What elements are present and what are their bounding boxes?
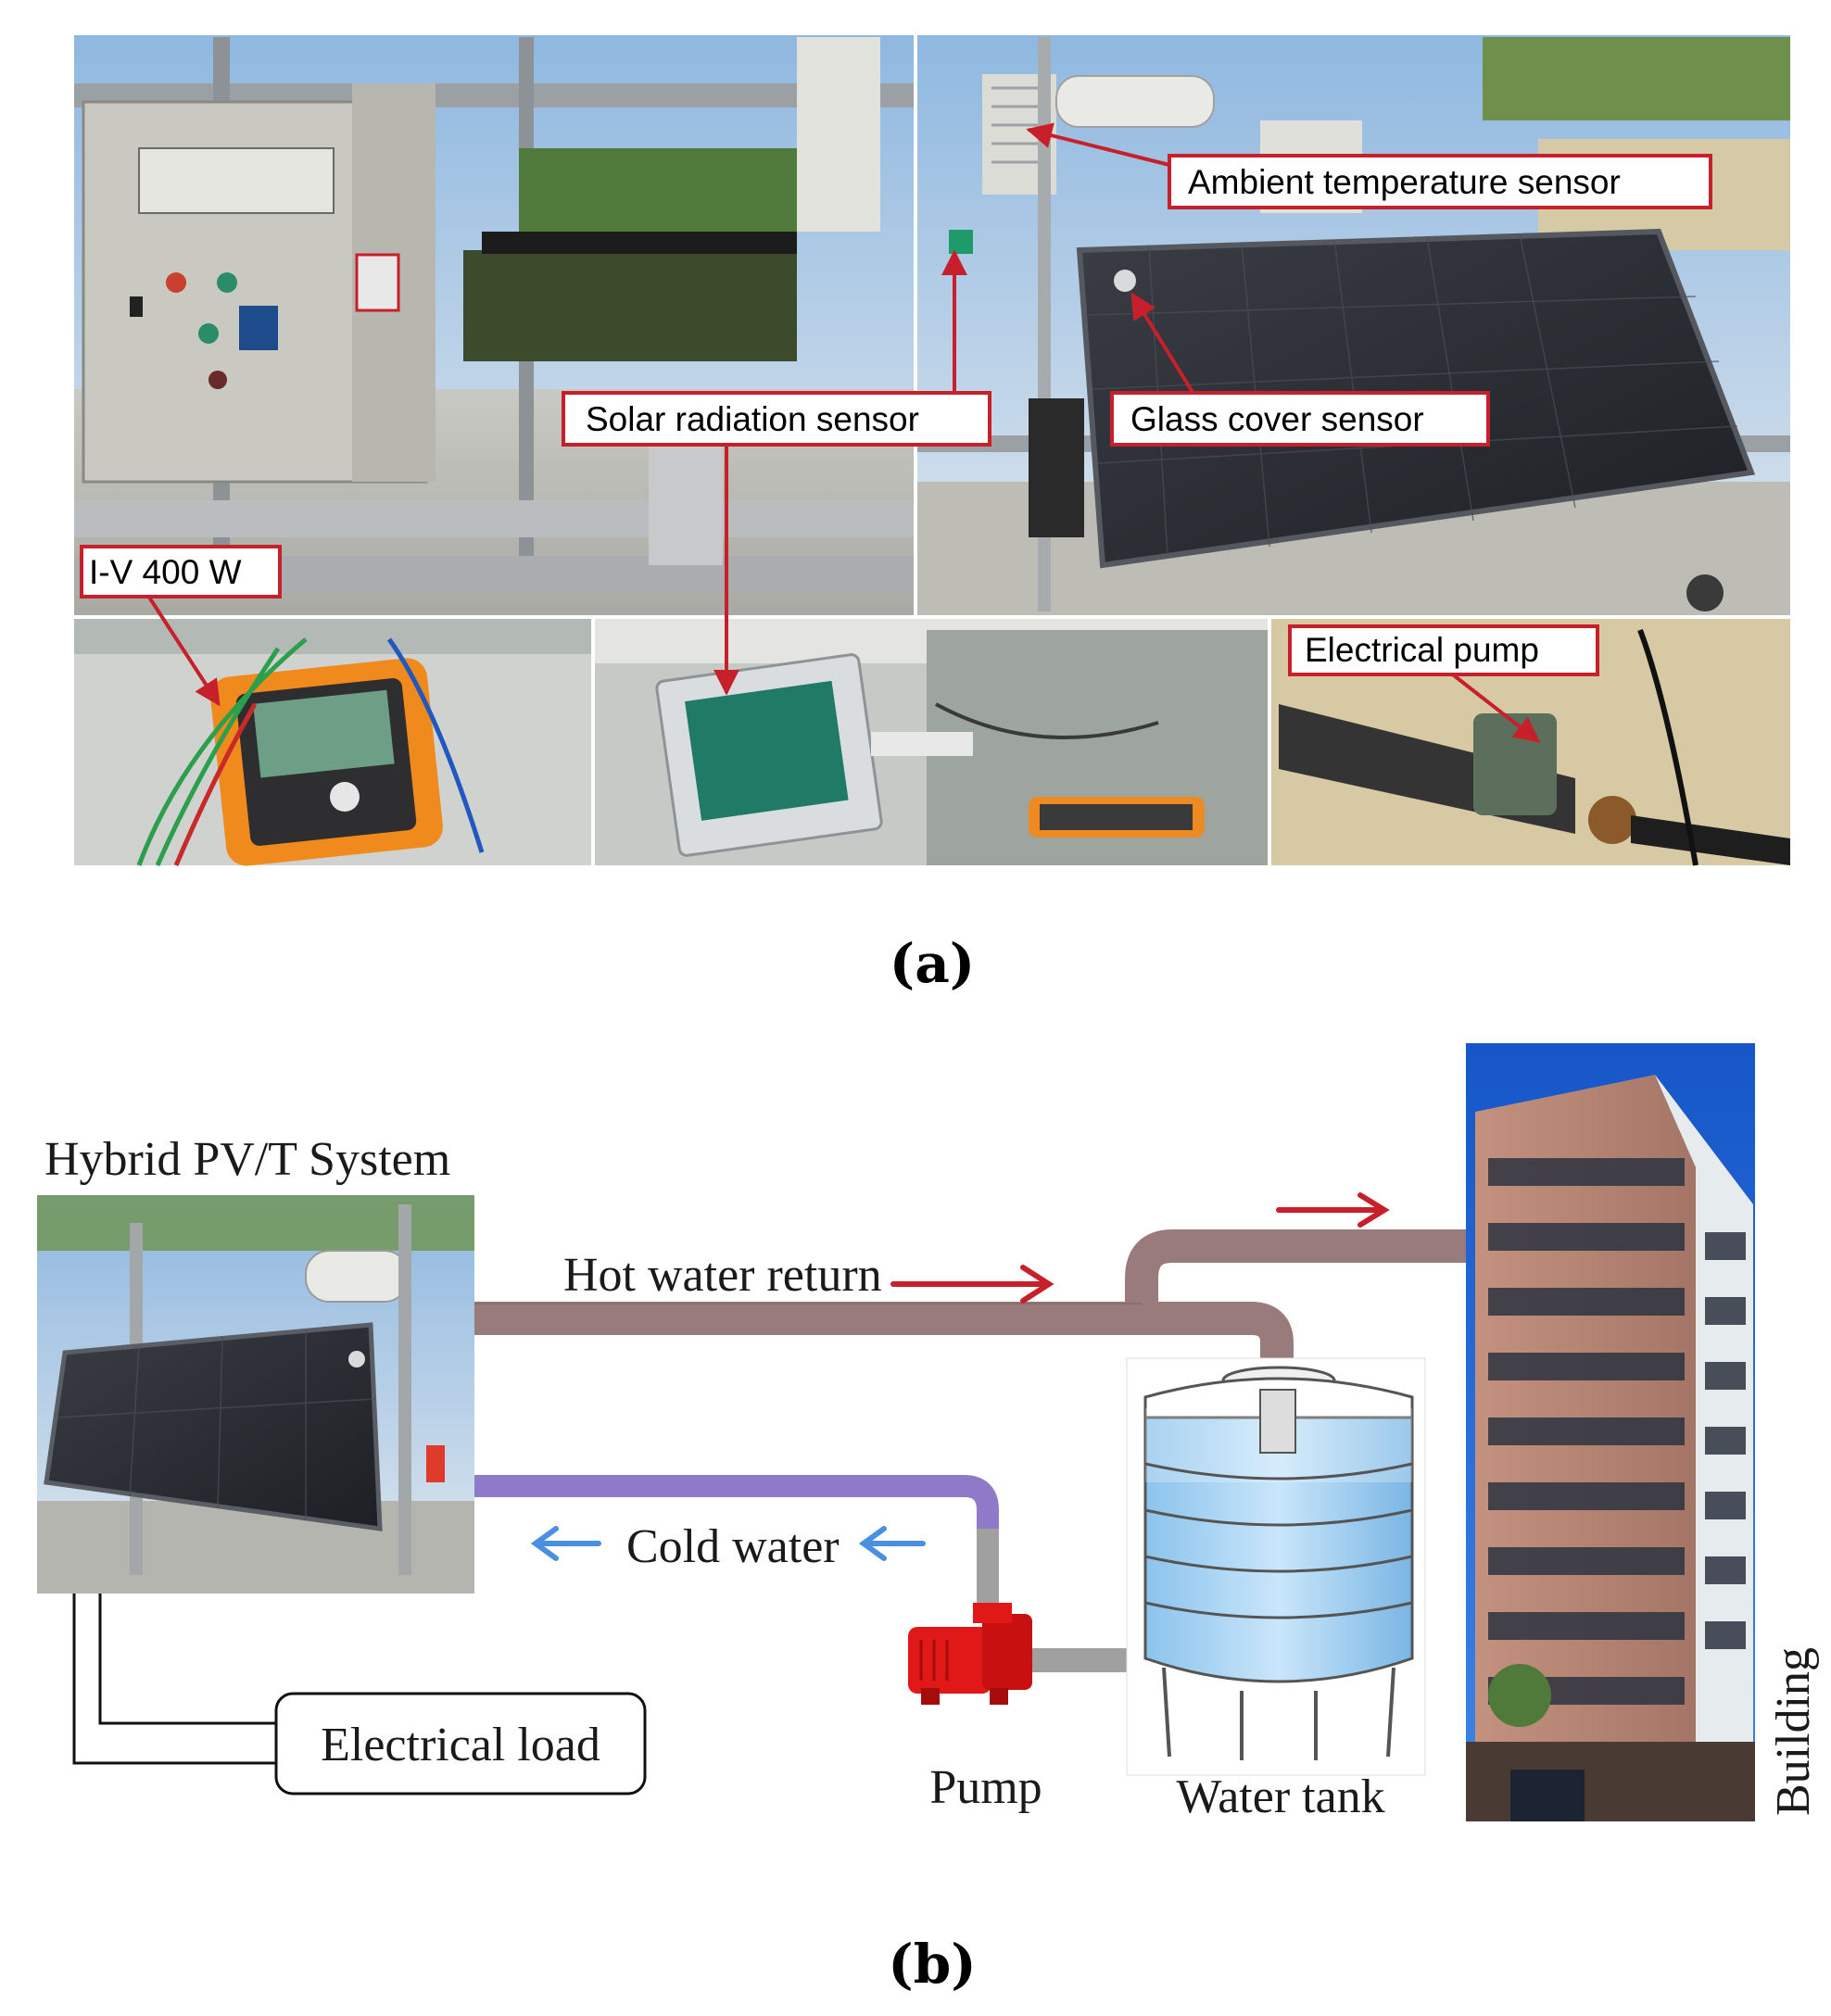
iv-arrow (145, 591, 221, 707)
electrical-wires (72, 1594, 276, 1765)
label-iv-400w: I-V 400 W (80, 545, 282, 598)
electrical-load-box: Electrical load (274, 1692, 647, 1796)
water-tank-label: Water tank (1176, 1770, 1384, 1823)
pvt-system-photo (37, 1195, 474, 1594)
label-electrical-pump: Electrical pump (1288, 624, 1599, 676)
label-solar-radiation-sensor: Solar radiation sensor (562, 391, 991, 447)
pump-arrow (1444, 667, 1541, 743)
label-pump-text: Electrical pump (1305, 631, 1539, 669)
caption-a: (a) (890, 932, 975, 995)
cold-water-pipe (474, 1475, 999, 1612)
caption-b: (b) (888, 1933, 976, 1996)
cold-water-label: Cold water (626, 1520, 840, 1573)
photo-pvt-collector (917, 35, 1790, 617)
water-tank-icon (1126, 1357, 1426, 1776)
label-glass-text: Glass cover sensor (1130, 400, 1424, 438)
building-label: Building (1767, 1647, 1820, 1816)
pump-label: Pump (929, 1761, 1042, 1814)
label-glass-cover-sensor: Glass cover sensor (1110, 391, 1490, 447)
ambient-arrow (1026, 122, 1170, 167)
label-ambient-text: Ambient temperature sensor (1188, 163, 1621, 201)
pump-icon (908, 1603, 1032, 1705)
label-solar-text: Solar radiation sensor (586, 400, 919, 438)
building-photo (1466, 1043, 1755, 1821)
system-title: Hybrid PV/T System (44, 1133, 450, 1186)
label-iv-text: I-V 400 W (89, 553, 242, 591)
photo-control-cabinet (74, 35, 917, 617)
flow-arrows (530, 1192, 1390, 1561)
label-ambient-temperature-sensor: Ambient temperature sensor (1168, 154, 1712, 209)
photo-iv-meter (74, 617, 593, 867)
electrical-load-label: Electrical load (321, 1719, 600, 1771)
glass-arrow (1130, 292, 1197, 398)
panel-b-schematic: Hybrid PV/T System Elec (37, 1043, 1820, 1823)
hot-water-label: Hot water return (563, 1249, 882, 1302)
photo-solar-sensor (593, 617, 1269, 865)
hot-water-pipes (474, 1229, 1466, 1390)
panel-a-arrows (145, 122, 1541, 743)
